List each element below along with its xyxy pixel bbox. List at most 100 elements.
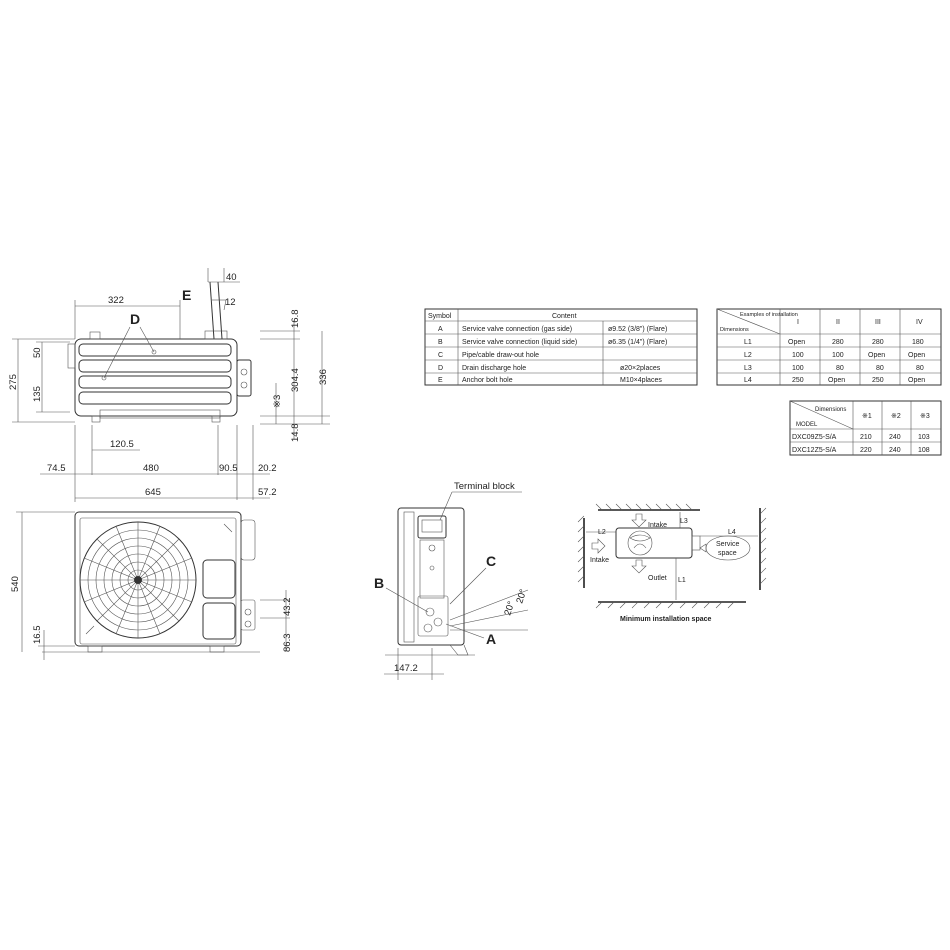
- dim-40: 40: [226, 272, 237, 283]
- dim-57-2: 57.2: [258, 487, 277, 498]
- dim-336: 336: [318, 369, 329, 385]
- install-cell: 80: [836, 365, 844, 372]
- install-cell: 250: [792, 377, 804, 384]
- parts-cell: M10×4places: [620, 377, 662, 384]
- install-cell: L3: [744, 365, 752, 372]
- label-e: E: [182, 287, 191, 303]
- parts-cell: Drain discharge hole: [462, 365, 526, 372]
- model-cell: DXC09Z5-S/A: [792, 434, 837, 441]
- label-d: D: [130, 311, 140, 327]
- parts-header-content: Content: [552, 313, 577, 320]
- service-space-line1: Service: [716, 541, 739, 548]
- install-header: IV: [916, 319, 923, 326]
- model-cell: 240: [889, 447, 901, 454]
- dim-16-8: 16.8: [290, 310, 301, 329]
- dim-275: 275: [8, 374, 19, 390]
- parts-header-symbol: Symbol: [428, 313, 452, 320]
- install-table: Examples of installation Dimensions I II…: [716, 308, 942, 386]
- parts-cell: ø6.35 (1/4") (Flare): [608, 339, 667, 346]
- dim-645: 645: [145, 487, 161, 498]
- install-cell: 100: [792, 365, 804, 372]
- model-header: ※2: [891, 413, 901, 420]
- install-cell: Open: [908, 377, 925, 384]
- parts-cell: ø20×2places: [620, 365, 661, 372]
- dim-120-5: 120.5: [110, 439, 134, 450]
- side-view: Terminal block B C A 20° 20° 147.2: [374, 481, 529, 680]
- outlet-label: Outlet: [648, 575, 667, 582]
- install-cell: L4: [744, 377, 752, 384]
- install-cell: 180: [912, 339, 924, 346]
- dim-540: 540: [10, 576, 21, 592]
- install-cell: L1: [744, 339, 752, 346]
- install-cell: 100: [792, 352, 804, 359]
- dim-480: 480: [143, 463, 159, 474]
- parts-cell: Service valve connection (liquid side): [462, 339, 577, 346]
- parts-cell: C: [438, 352, 443, 359]
- label-l4: L4: [728, 529, 736, 536]
- parts-cell: B: [438, 339, 443, 346]
- parts-cell: Service valve connection (gas side): [462, 326, 572, 333]
- label-l1: L1: [678, 577, 686, 584]
- dim-304-4: 304.4: [290, 368, 301, 392]
- install-cell: 80: [876, 365, 884, 372]
- parts-cell: Pipe/cable draw-out hole: [462, 352, 539, 359]
- label-c: C: [486, 553, 496, 569]
- model-cell: 240: [889, 434, 901, 441]
- install-space-diagram: L2 L3 L4 L1 Intake Intake Outlet Service…: [577, 503, 767, 623]
- dim-w3: ※3: [272, 395, 283, 408]
- model-header: ※3: [920, 413, 930, 420]
- label-b: B: [374, 575, 384, 591]
- service-space-line2: space: [718, 550, 737, 557]
- label-l2: L2: [598, 529, 606, 536]
- model-cell: DXC12Z5-S/A: [792, 447, 837, 454]
- install-header: I: [797, 319, 799, 326]
- install-corner-bottom: Dimensions: [720, 327, 749, 333]
- model-corner-top: Dimensions: [815, 407, 846, 413]
- label-a: A: [486, 631, 496, 647]
- install-cell: 80: [916, 365, 924, 372]
- model-cell: 108: [918, 447, 930, 454]
- dim-16-5: 16.5: [32, 626, 43, 645]
- install-cell: 250: [872, 377, 884, 384]
- parts-table: Symbol Content A Service valve connectio…: [424, 308, 698, 386]
- install-cell: Open: [908, 352, 925, 359]
- dim-20-2: 20.2: [258, 463, 277, 474]
- fan-guard: [79, 521, 197, 639]
- install-cell: 280: [832, 339, 844, 346]
- install-cell: 100: [832, 352, 844, 359]
- parts-cell: ø9.52 (3/8") (Flare): [608, 326, 667, 333]
- dim-14-8: 14.8: [290, 424, 301, 443]
- dim-322: 322: [108, 295, 124, 306]
- intake-top-label: Intake: [648, 522, 667, 529]
- model-cell: 103: [918, 434, 930, 441]
- model-table: Dimensions MODEL ※1 ※2 ※3 DXC09Z5-S/A 21…: [789, 400, 942, 456]
- install-cell: Open: [868, 352, 885, 359]
- intake-left-label: Intake: [590, 557, 609, 564]
- dim-147-2: 147.2: [394, 663, 418, 674]
- terminal-block-label: Terminal block: [454, 481, 515, 492]
- parts-cell: A: [438, 326, 443, 333]
- angle-2: 20°: [502, 600, 517, 617]
- label-l3: L3: [680, 518, 688, 525]
- install-space-caption: Minimum installation space: [620, 616, 712, 623]
- install-header: III: [875, 319, 881, 326]
- install-cell: 280: [872, 339, 884, 346]
- dim-43-2: 43.2: [282, 598, 293, 617]
- dim-90-5: 90.5: [219, 463, 238, 474]
- model-cell: 210: [860, 434, 872, 441]
- dim-74-5: 74.5: [47, 463, 66, 474]
- dim-50: 50: [32, 347, 43, 358]
- model-cell: 220: [860, 447, 872, 454]
- model-header: ※1: [862, 413, 872, 420]
- install-cell: L2: [744, 352, 752, 359]
- parts-cell: Anchor bolt hole: [462, 377, 513, 384]
- dim-86-3: 86.3: [282, 634, 293, 653]
- parts-cell: D: [438, 365, 443, 372]
- top-view: 40 12 322 D E 50 275 135 16.8 304.4 336 …: [8, 268, 330, 502]
- install-cell: Open: [828, 377, 845, 384]
- parts-cell: E: [438, 377, 443, 384]
- front-view: 540 16.5 43.2 86.3: [10, 511, 293, 660]
- dim-135: 135: [32, 386, 43, 402]
- angle-1: 20°: [514, 588, 529, 605]
